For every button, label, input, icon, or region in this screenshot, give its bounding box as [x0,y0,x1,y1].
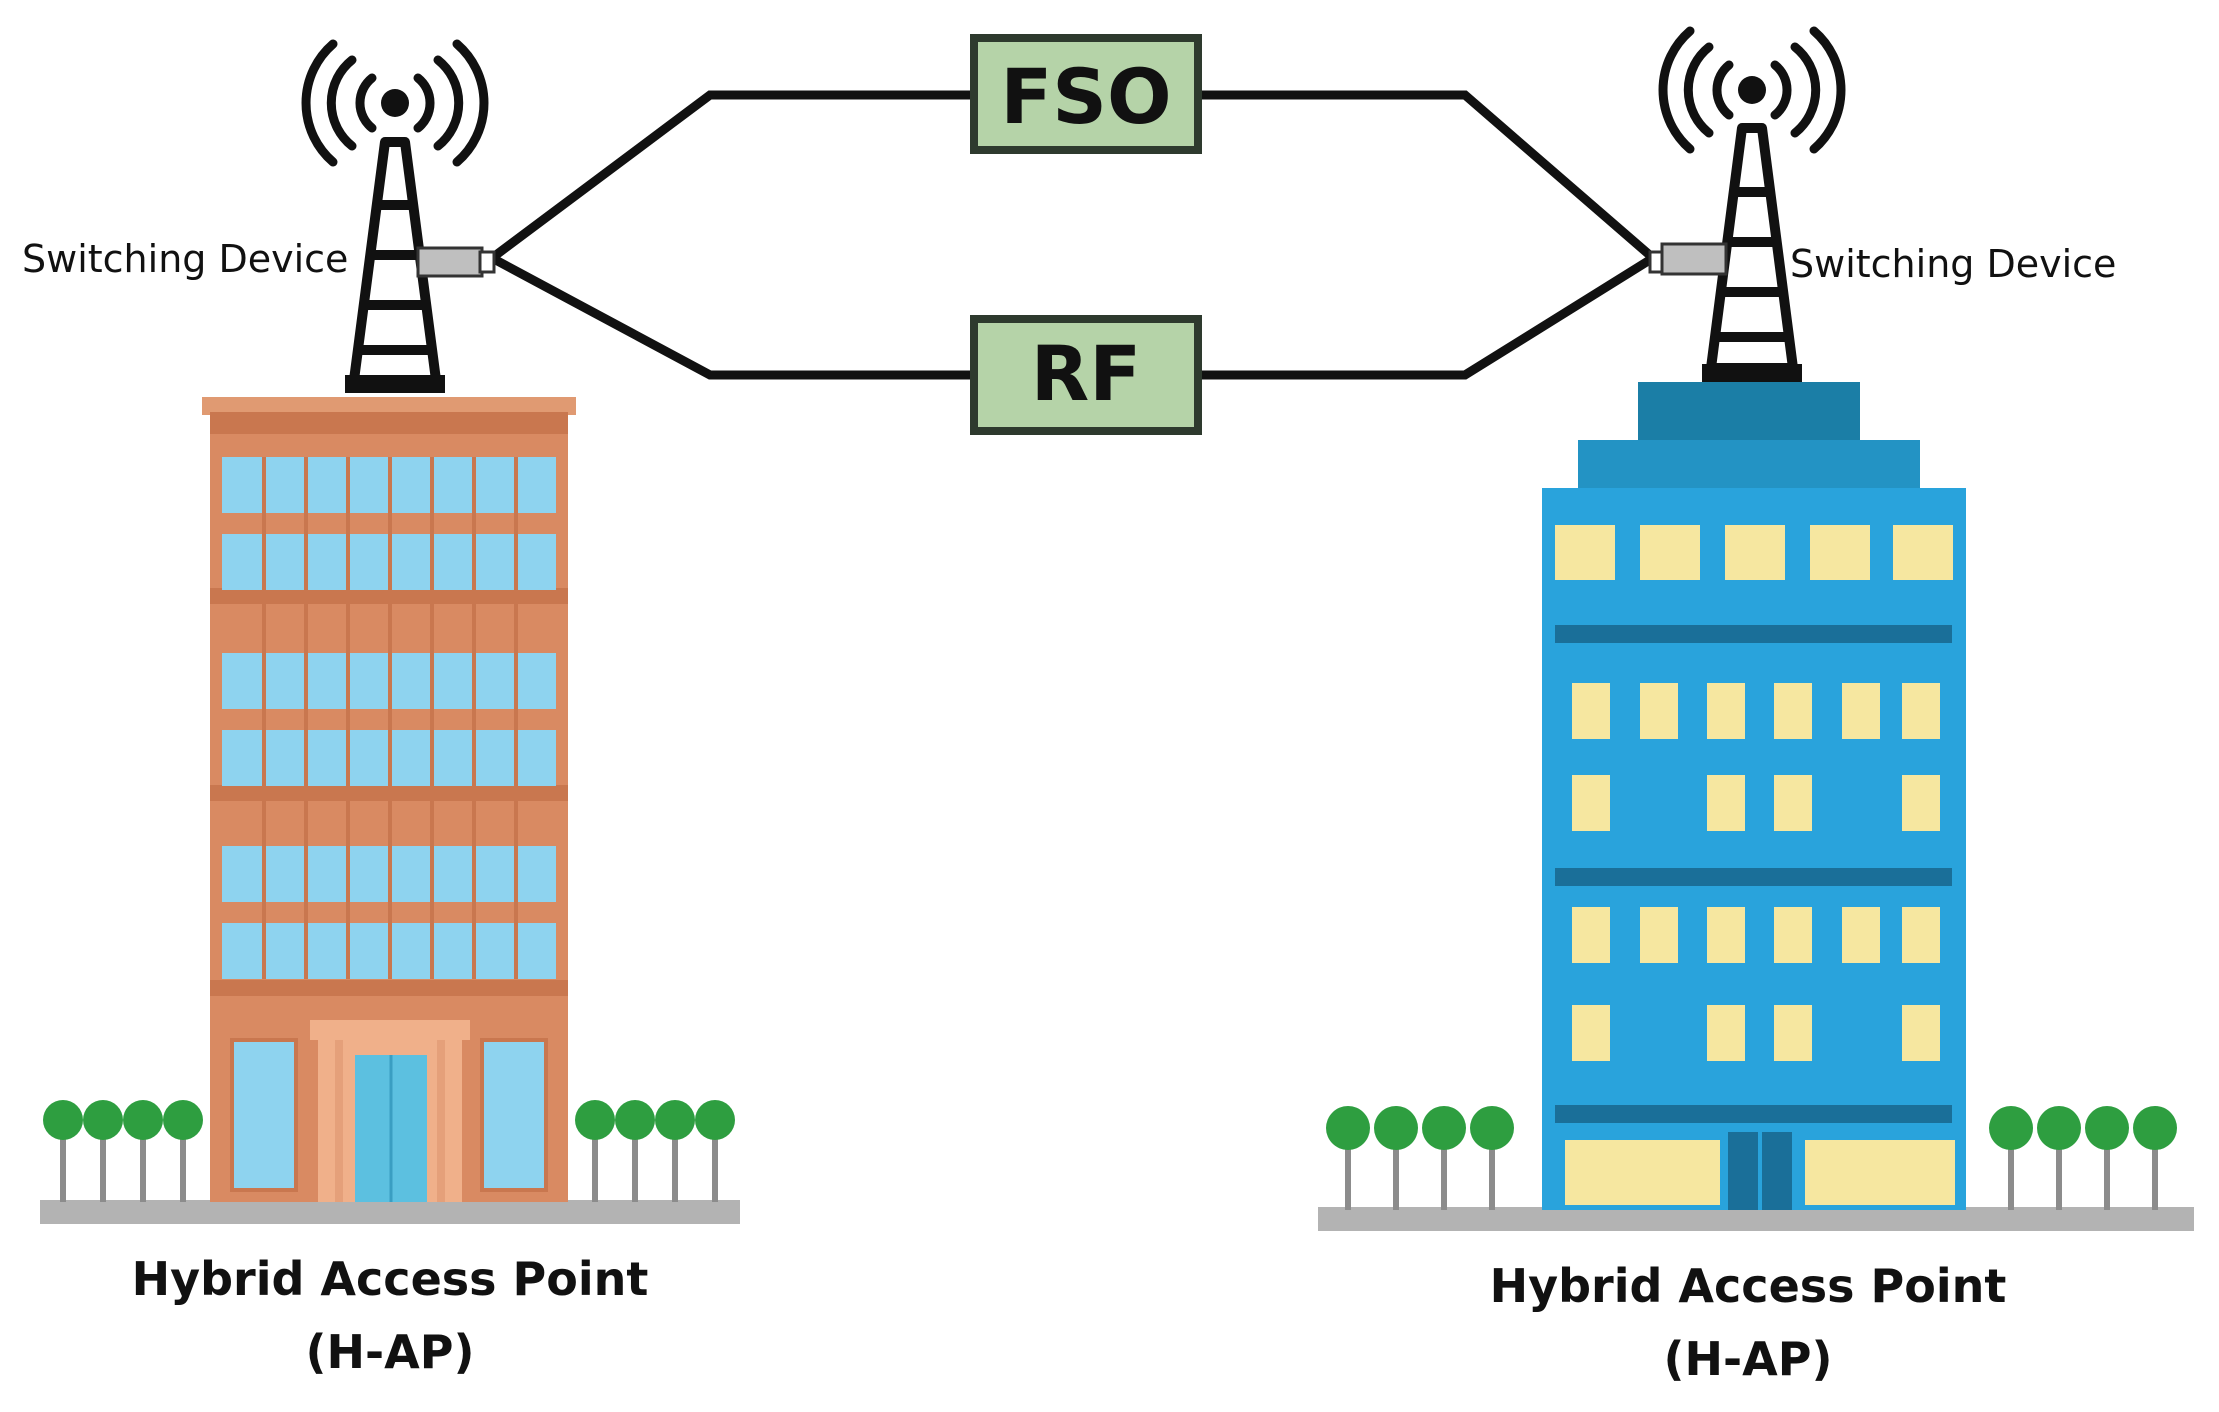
right-antenna-tower [1702,123,1802,382]
right-switching-device-label: Switching Device [1790,242,2116,286]
right-signal-icon [1658,26,1846,154]
left-ground [40,1200,740,1224]
left-switching-device-icon [416,246,496,278]
fso-link-box: FSO [970,34,1202,154]
left-building [202,397,576,1202]
left-hap-abbr: (H-AP) [306,1325,475,1379]
right-hap-name: Hybrid Access Point [1490,1259,2007,1313]
right-hap-abbr: (H-AP) [1664,1332,1833,1386]
fso-label: FSO [1000,52,1171,141]
left-trees [43,1100,735,1202]
right-switching-device-icon [1648,242,1728,276]
left-switching-device-label: Switching Device [22,237,348,281]
left-antenna-tower [345,137,445,393]
right-building [1542,382,1966,1210]
rf-label: RF [1031,329,1141,418]
rf-link-box: RF [970,315,1202,435]
right-trees [1326,1106,2177,1210]
right-building-windows [1555,525,1955,1205]
right-ground [1318,1207,2194,1231]
left-hap-name: Hybrid Access Point [132,1252,649,1306]
left-signal-icon [301,39,489,167]
